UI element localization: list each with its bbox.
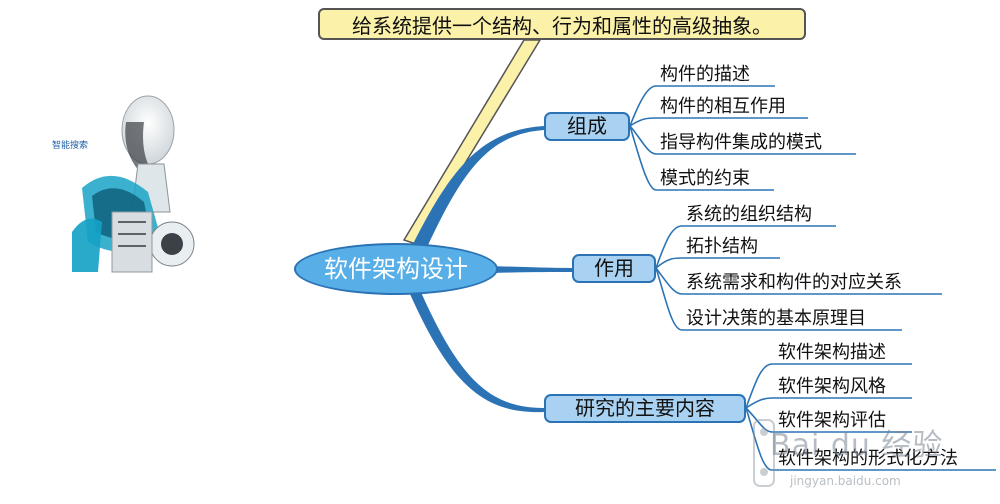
robot-illustration bbox=[72, 95, 195, 273]
robot-caption: 智能搜索 bbox=[52, 141, 89, 151]
leaf-gouJian-xianghu[interactable]: 构件的相互作用 bbox=[660, 96, 786, 117]
callout-note: 给系统提供一个结构、行为和属性的高级抽象。 bbox=[318, 8, 806, 40]
leaf-zuzhi-jiegou[interactable]: 系统的组织结构 bbox=[686, 204, 812, 225]
leaf-moshi-yueshu[interactable]: 模式的约束 bbox=[660, 168, 750, 189]
leaf-jueCe-yuanli[interactable]: 设计决策的基本原理目 bbox=[686, 308, 866, 329]
leaf-tuopu-jiegou[interactable]: 拓扑结构 bbox=[686, 236, 758, 257]
leaf-zhidao-moshi[interactable]: 指导构件集成的模式 bbox=[660, 132, 822, 153]
leaf-jiagou-miaoshu[interactable]: 软件架构描述 bbox=[778, 342, 886, 363]
branch-zuoyong-links bbox=[655, 225, 942, 331]
watermark-text: Bai du 经验 bbox=[770, 428, 944, 463]
branch-zucheng[interactable]: 组成 bbox=[544, 112, 630, 141]
callout-pointer bbox=[402, 39, 542, 245]
leaf-jiagou-fengge[interactable]: 软件架构风格 bbox=[778, 376, 886, 397]
branch-zuoyong[interactable]: 作用 bbox=[572, 254, 656, 283]
leaf-jiagou-pinggu[interactable]: 软件架构评估 bbox=[778, 410, 886, 431]
connector-central-to-yanjiu bbox=[410, 290, 544, 413]
branch-zucheng-links bbox=[629, 85, 856, 191]
branch-yanjiu-neirong[interactable]: 研究的主要内容 bbox=[544, 394, 746, 423]
leaf-gouJian-miaoshu[interactable]: 构件的描述 bbox=[660, 64, 750, 85]
branch-yanjiu-links bbox=[745, 363, 996, 471]
central-topic[interactable]: 软件架构设计 bbox=[294, 243, 498, 295]
connector-central-to-zucheng bbox=[410, 126, 544, 254]
baidu-watermark-logo bbox=[753, 419, 775, 487]
watermark-url: jingyan.baidu.com bbox=[790, 474, 901, 488]
leaf-xuqiu-duiying[interactable]: 系统需求和构件的对应关系 bbox=[686, 272, 902, 293]
leaf-xingshihua-fangfa[interactable]: 软件架构的形式化方法 bbox=[778, 448, 958, 469]
